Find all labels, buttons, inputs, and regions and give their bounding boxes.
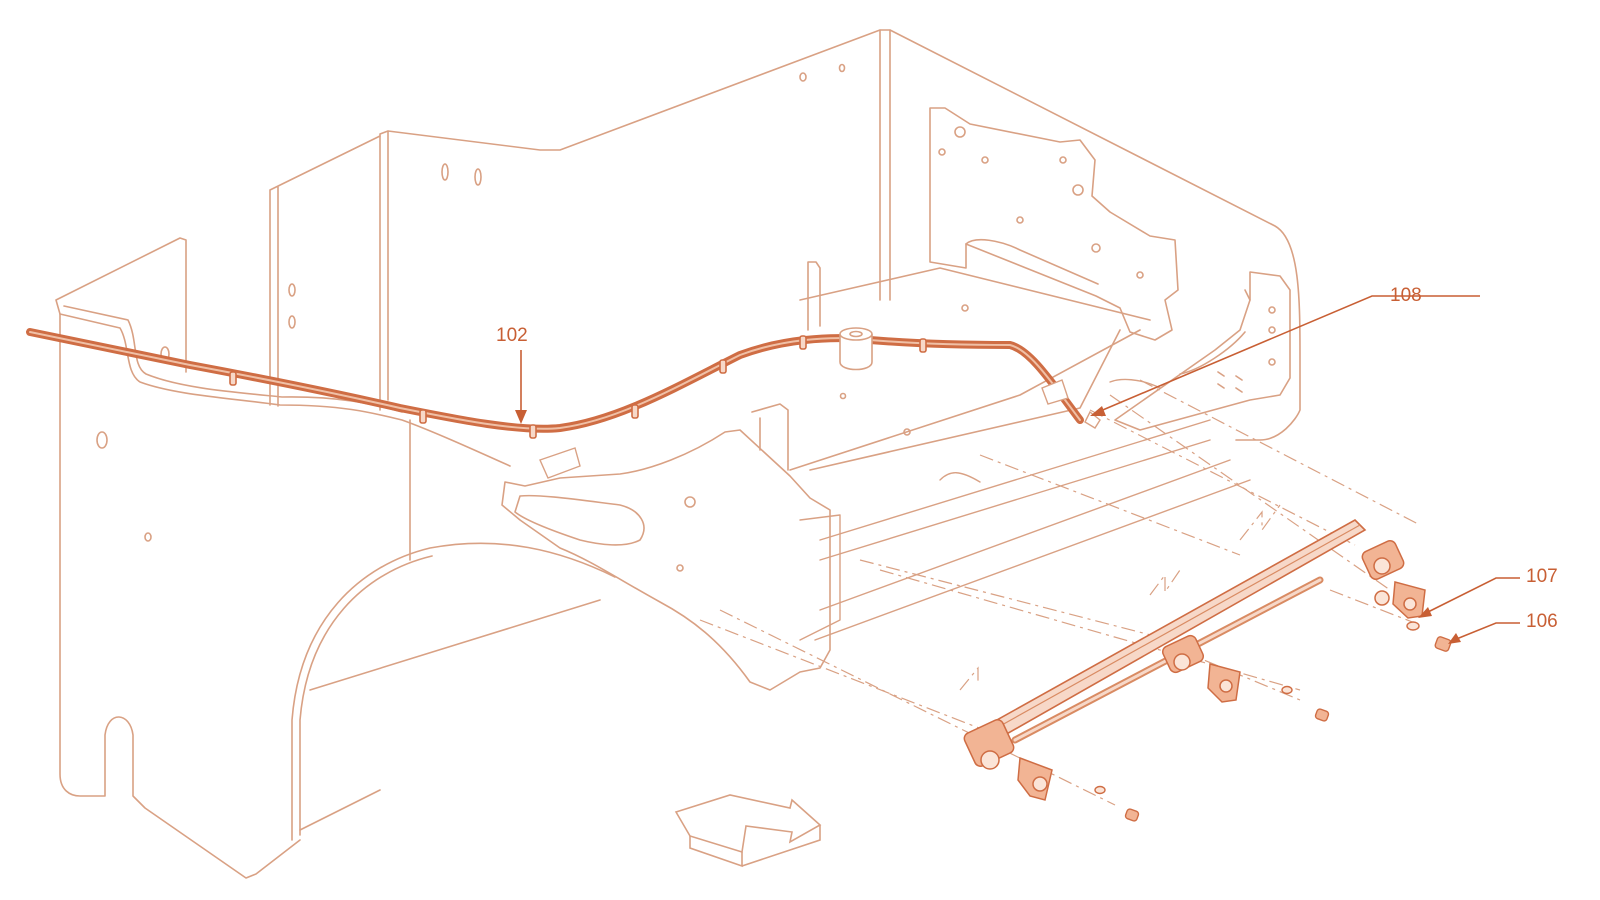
back-panel-inner-edge [387,29,891,401]
leader-108 [1097,295,1480,413]
arrowhead-icon [1448,633,1461,644]
mount-hole [474,168,482,186]
cable-assembly [26,327,1101,479]
nozzle-right [1361,540,1426,619]
screw-106 [1124,636,1452,822]
callout-label-106: 106 [1526,611,1558,632]
washer-107 [1094,621,1420,795]
left-panel-top-curve [59,313,511,467]
cable-clamps [229,335,927,439]
frame-structure [55,29,1301,879]
mount-hole [144,532,152,542]
mount-hole [441,163,449,181]
callout-label-107: 107 [1526,566,1558,587]
arch-floor [299,419,601,831]
callout-arrowheads [515,406,1461,644]
mount-hole [96,431,108,449]
back-panel [379,29,1301,441]
cable-clips [539,379,1101,479]
direction-arrow-icon [674,794,822,868]
nozzle-middle [1161,634,1241,703]
mount-hole [838,63,846,73]
mount-hole [288,315,296,329]
right-bracket-plate [929,107,1179,341]
floor-hole [961,304,969,312]
cable-spacer [839,327,873,371]
leader-106 [1453,622,1520,641]
nozzle-left [963,719,1053,801]
mount-hole [799,72,807,82]
floor-hole [903,428,911,436]
leader-107 [1423,577,1520,615]
arrowhead-icon [1090,406,1106,416]
callout-label-108: 108 [1390,285,1422,306]
nozzle-bar [968,519,1367,750]
arrowhead-icon [1418,607,1432,618]
middle-panel [269,135,381,407]
right-end-frame [1114,271,1291,431]
arch-panel [291,542,616,841]
front-mount-bracket [501,261,831,691]
callout-label-102: 102 [496,325,528,346]
floor-hole [839,392,847,400]
rail-frame [799,378,1251,641]
nozzle-bar-assembly [963,519,1452,822]
callout-leaders [520,295,1520,641]
floor-plate [789,267,1151,471]
mount-hole [288,283,296,297]
arrowhead-icon [515,410,527,424]
cable-102-highlight [29,331,1081,430]
left-front-panel [55,237,301,879]
explode-lines [699,379,1421,806]
